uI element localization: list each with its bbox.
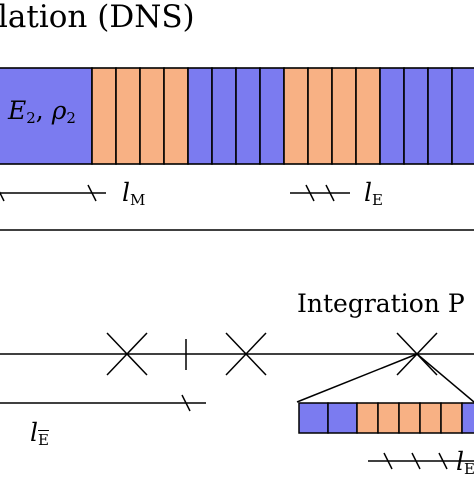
blue-layer [327,402,358,434]
l-m-label: lM [122,178,145,208]
orange-layer [419,402,442,434]
phase-2-block [0,67,93,165]
dns-bar [0,67,474,165]
length-subscript: E [464,460,474,478]
length-symbol: l [456,447,464,476]
integration-point-cross [106,332,148,376]
material-label: E2, ρ2 [8,96,76,126]
blue-layer [451,67,474,165]
orange-layer [331,67,357,165]
orange-layer [440,402,463,434]
l-e-partial-label: lE [456,447,474,477]
length-symbol: l [122,178,130,207]
length-subscript-overlined: E [38,431,49,449]
density-symbol: ρ [51,96,67,125]
orange-layer [163,67,189,165]
simulation-title: lation (DNS) [0,0,195,35]
blue-layer [427,67,453,165]
separator: , [35,96,52,125]
length-subscript: E [372,191,383,209]
l-e-dimension [290,184,350,202]
orange-layer [398,402,421,434]
orange-layer [355,67,381,165]
length-subscript: M [130,191,146,209]
blue-layer [211,67,237,165]
integration-title: Integration P [297,289,465,318]
orange-layer [307,67,333,165]
youngs-modulus-subscript: 2 [26,109,36,127]
integration-axis [0,332,474,403]
blue-layer [187,67,213,165]
l-e-bar-label: lE [30,418,49,448]
orange-layer [91,67,117,165]
l-m-dimension [0,184,106,202]
density-subscript: 2 [66,109,76,127]
orange-layer [139,67,165,165]
orange-layer [115,67,141,165]
zoom-line-right [416,353,474,403]
orange-layer [377,402,400,434]
zoomed-bar [298,402,474,434]
length-symbol: l [364,178,372,207]
orange-layer [283,67,309,165]
blue-layer [461,402,474,434]
blue-layer [379,67,405,165]
blue-layer [298,402,329,434]
l-e-label: lE [364,178,383,208]
blue-layer [235,67,261,165]
orange-layer [356,402,379,434]
zoom-line-left [296,353,418,403]
l-e-partial-dimension [368,452,474,470]
l-e-bar-dimension [0,394,206,412]
blue-layer [403,67,429,165]
length-symbol: l [30,418,38,447]
integration-point-cross [225,332,267,376]
blue-layer [259,67,285,165]
youngs-modulus-symbol: E [8,96,27,125]
